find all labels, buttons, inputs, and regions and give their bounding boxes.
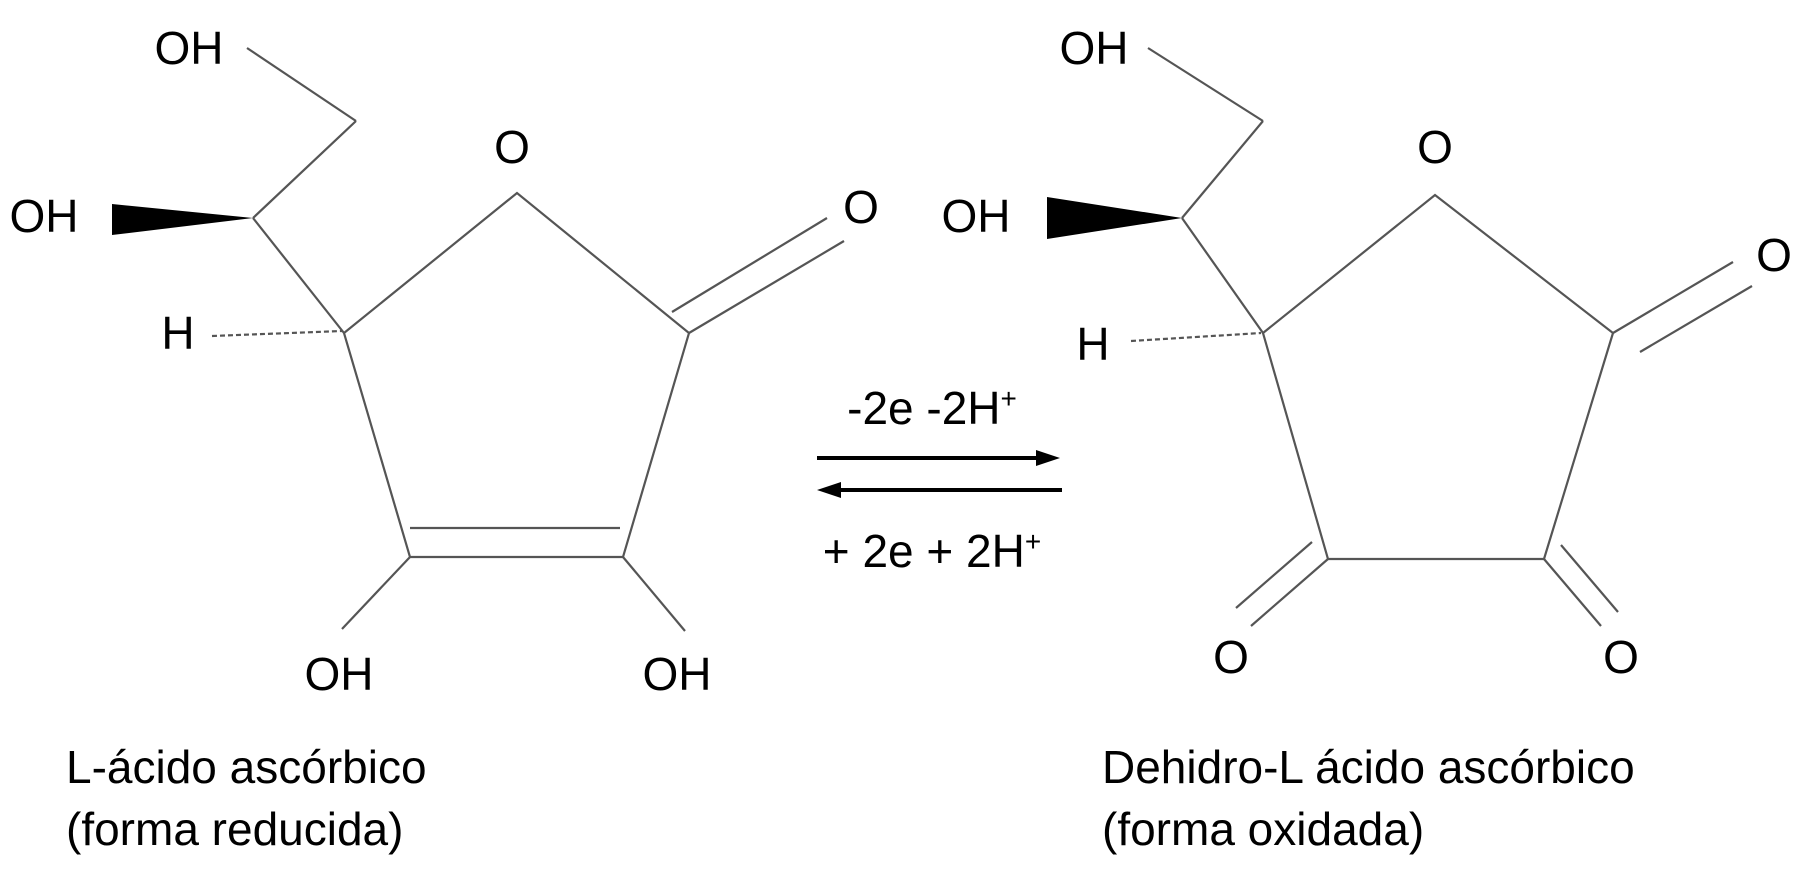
forward-arrowhead: [1036, 450, 1060, 466]
bond: [1181, 217, 1264, 334]
dehydroascorbic-acid-structure: OH OH H O O O O Dehidro-L ácido ascórbic…: [942, 22, 1792, 855]
atom-label: H: [1076, 318, 1109, 370]
dashed-bond: [1130, 331, 1262, 343]
bond: [1181, 120, 1264, 219]
wedge-bond: [112, 204, 253, 235]
atom-label: H: [161, 307, 194, 359]
carbonyl-bond: [1250, 558, 1329, 627]
molecule-caption: (forma reducida): [66, 803, 403, 855]
atom-label: OH: [155, 22, 224, 74]
atom-label: OH: [643, 648, 712, 700]
atom-label: O: [1756, 229, 1792, 281]
atom-label: O: [494, 121, 530, 173]
wedge-bond: [1047, 197, 1182, 239]
atom-label: OH: [305, 648, 374, 700]
molecule-caption: L-ácido ascórbico: [66, 741, 427, 793]
reverse-reaction-label: + 2e + 2H+: [823, 525, 1041, 577]
bond: [341, 556, 411, 630]
carbonyl-bond: [1560, 544, 1619, 613]
carbonyl-bond: [688, 240, 845, 334]
molecule-caption: Dehidro-L ácido ascórbico: [1102, 741, 1635, 793]
carbonyl-bond: [1543, 558, 1602, 627]
carbonyl-bond: [671, 217, 828, 313]
bond: [622, 556, 686, 632]
bond: [1147, 47, 1264, 122]
atom-label: O: [1417, 121, 1453, 173]
atom-label: O: [1603, 631, 1639, 683]
carbonyl-bond: [1235, 541, 1313, 609]
bond: [252, 217, 345, 334]
dashed-bond: [211, 329, 343, 338]
atom-label: OH: [10, 190, 79, 242]
molecule-caption: (forma oxidada): [1102, 803, 1424, 855]
bond: [246, 47, 357, 122]
atom-label: O: [843, 181, 879, 233]
carbonyl-bond: [1639, 285, 1753, 353]
atom-label: OH: [1060, 22, 1129, 74]
lactone-ring: [342, 191, 691, 559]
forward-reaction-label: -2e -2H+: [847, 382, 1017, 434]
equilibrium-arrows: -2e -2H+ + 2e + 2H+: [817, 382, 1062, 577]
bond: [252, 120, 357, 219]
atom-label: OH: [942, 190, 1011, 242]
l-ascorbic-acid-structure: OH OH H O O OH OH L-ácido ascórbico (for…: [10, 22, 879, 855]
carbonyl-bond: [1612, 261, 1734, 334]
lactone-ring: [1261, 193, 1615, 561]
atom-label: O: [1213, 631, 1249, 683]
reverse-arrowhead: [817, 482, 841, 498]
